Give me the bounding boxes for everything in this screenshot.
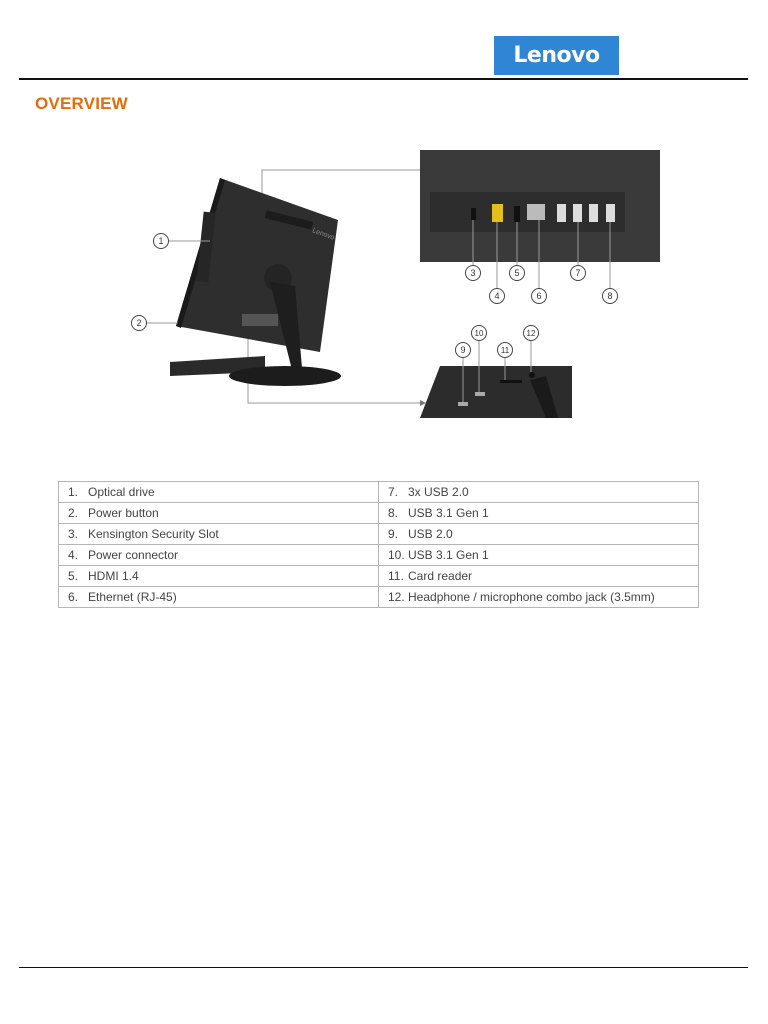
callout-6	[531, 288, 547, 304]
item-label: Ethernet (RJ-45)	[88, 590, 177, 604]
right-cell: 11. Card reader	[378, 565, 699, 587]
callout-6-label: 6	[536, 291, 541, 301]
stand-arm	[270, 282, 302, 370]
item-number: 8.	[388, 506, 399, 520]
item-label: Power connector	[88, 548, 179, 562]
item-number: 11.	[388, 569, 404, 583]
callout-1-label: 1	[158, 236, 163, 246]
audio-jack	[529, 372, 535, 378]
item-number: 4.	[68, 548, 79, 562]
callout-9	[455, 342, 471, 358]
item-number: 7.	[388, 485, 399, 499]
item-label: Card reader	[408, 569, 473, 583]
leader-line-bottom	[247, 330, 420, 404]
header-divider	[19, 78, 748, 80]
item-number: 2.	[68, 506, 79, 520]
callout-7	[570, 265, 586, 281]
hdmi-port	[514, 206, 520, 222]
lenovo-logo: Lenovo	[494, 36, 619, 75]
callout-3	[465, 265, 481, 281]
item-number: 5.	[68, 569, 79, 583]
stand-base	[229, 366, 341, 386]
callout-12-label: 12	[527, 329, 536, 338]
ethernet-port	[527, 204, 545, 220]
usb2-port-3	[589, 204, 598, 222]
item-label: HDMI 1.4	[88, 569, 139, 583]
callout-9-label: 9	[460, 345, 465, 355]
callout-10	[471, 325, 487, 341]
item-label: Power button	[88, 506, 159, 520]
product-illustration: Lenovo 1 2 3 4 5 6 7	[131, 150, 660, 418]
side-stand-leg	[530, 376, 558, 418]
callout-3-label: 3	[470, 268, 475, 278]
callout-4	[489, 288, 505, 304]
right-cell: 7. 3x USB 2.0	[378, 481, 699, 503]
item-label: USB 2.0	[408, 527, 453, 541]
callout-4-label: 4	[494, 291, 499, 301]
port-legend-table: 1. Optical drive 7. 3x USB 2.0 2. Power butto…	[58, 481, 699, 608]
item-number: 3.	[68, 527, 79, 541]
table-row: 1. Optical drive 7. 3x USB 2.0	[58, 481, 699, 503]
section-title: OVERVIEW	[35, 94, 128, 113]
usb2-port-1	[557, 204, 566, 222]
left-cell: 1. Optical drive	[58, 481, 379, 503]
usb2-port-2	[573, 204, 582, 222]
callout-8	[602, 288, 618, 304]
footer-divider	[19, 967, 748, 968]
left-cell: 6. Ethernet (RJ-45)	[58, 586, 379, 608]
right-cell: 10.USB 3.1 Gen 1	[378, 544, 699, 566]
item-label: USB 3.1 Gen 1	[408, 506, 489, 520]
item-label: 3x USB 2.0	[408, 485, 469, 499]
callout-2-label: 2	[136, 318, 141, 328]
left-cell: 2. Power button	[58, 502, 379, 524]
item-number: 1.	[68, 485, 79, 499]
card-reader-slot	[500, 380, 522, 383]
item-number: 6.	[68, 590, 79, 604]
callout-12	[523, 325, 539, 341]
callout-7-label: 7	[575, 268, 580, 278]
callout-1	[153, 233, 169, 249]
rear-port-panel	[242, 314, 278, 326]
item-label: Optical drive	[88, 485, 155, 499]
left-cell: 3. Kensington Security Slot	[58, 523, 379, 545]
usb31-port-rear	[606, 204, 615, 222]
callout-11	[497, 342, 513, 358]
right-cell: 12.Headphone / microphone combo jack (3.…	[378, 586, 699, 608]
item-number: 10.	[388, 548, 405, 562]
table-row: 3. Kensington Security Slot 9. USB 2.0	[58, 523, 699, 545]
table-row: 5. HDMI 1.4 11. Card reader	[58, 565, 699, 587]
left-cell: 4. Power connector	[58, 544, 379, 566]
right-cell: 8. USB 3.1 Gen 1	[378, 502, 699, 524]
kensington-slot	[471, 208, 476, 220]
item-number: 9.	[388, 527, 399, 541]
item-label: Kensington Security Slot	[88, 527, 219, 541]
power-connector	[492, 204, 503, 222]
callout-10-label: 10	[475, 329, 484, 338]
callout-11-label: 11	[501, 346, 510, 355]
left-cell: 5. HDMI 1.4	[58, 565, 379, 587]
table-row: 6. Ethernet (RJ-45) 12.Headphone / microph…	[58, 586, 699, 608]
side-usb2-port	[458, 402, 468, 406]
callout-5-label: 5	[514, 268, 519, 278]
right-cell: 9. USB 2.0	[378, 523, 699, 545]
arrow-head-bottom	[420, 400, 426, 406]
optical-drive-slot	[196, 211, 216, 283]
top-vent	[264, 210, 314, 230]
side-usb31-port	[475, 392, 485, 396]
table-row: 2. Power button 8. USB 3.1 Gen 1	[58, 502, 699, 524]
item-number: 12.	[388, 590, 405, 604]
item-label: USB 3.1 Gen 1	[408, 548, 489, 562]
callout-8-label: 8	[607, 291, 612, 301]
item-label: Headphone / microphone combo jack (3.5mm…	[408, 590, 655, 604]
callout-2	[131, 315, 147, 331]
table-row: 4. Power connector 10.USB 3.1 Gen 1	[58, 544, 699, 566]
callout-5	[509, 265, 525, 281]
